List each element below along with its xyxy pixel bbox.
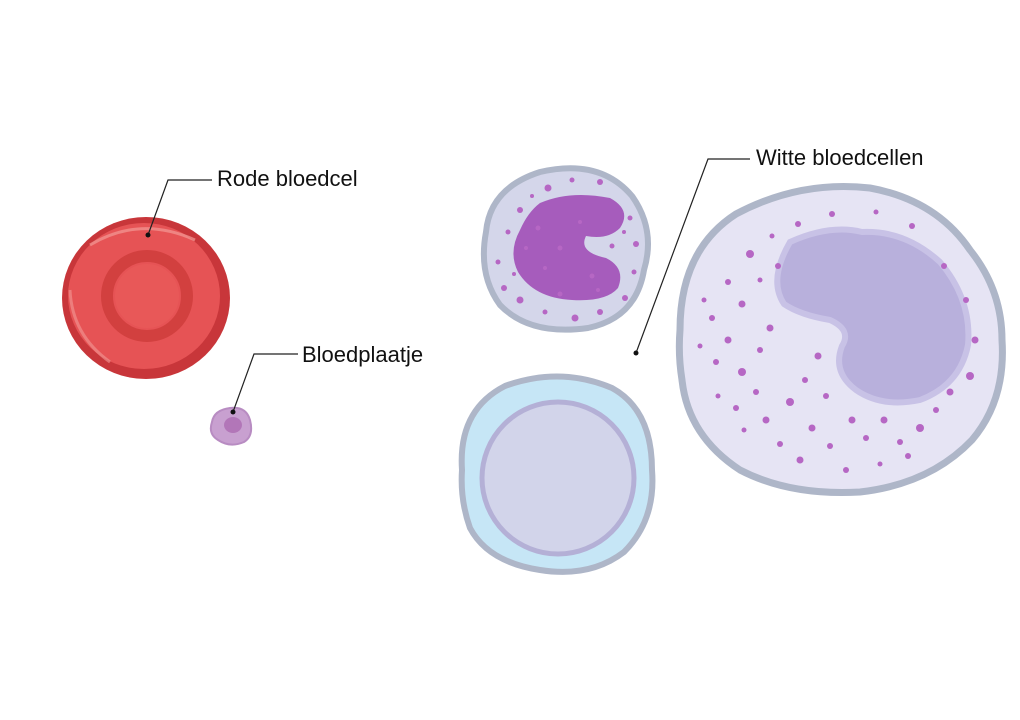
neutrophil-cell bbox=[480, 165, 651, 333]
label-red-blood-cell: Rode bloedcel bbox=[217, 166, 358, 191]
leader-dot-red-blood-cell bbox=[145, 232, 151, 238]
neutrophil-granules bbox=[495, 177, 639, 322]
leader-line-platelet bbox=[232, 353, 298, 413]
platelet bbox=[209, 406, 253, 446]
label-platelet: Bloedplaatje bbox=[302, 342, 424, 367]
leader-line-white-blood-cells bbox=[635, 158, 750, 354]
lymphocyte-cell bbox=[458, 373, 656, 575]
label-white-blood-cells: Witte bloedcellen bbox=[756, 145, 924, 170]
leader-dots bbox=[145, 232, 639, 415]
monocyte-cell bbox=[675, 183, 1006, 496]
monocyte-granules bbox=[697, 209, 979, 473]
red-blood-cell bbox=[62, 217, 230, 379]
leader-line-red-blood-cell bbox=[147, 179, 212, 236]
leader-dot-platelet bbox=[230, 409, 236, 415]
leader-lines bbox=[147, 158, 750, 413]
leader-dot-white-blood-cells bbox=[633, 350, 639, 356]
